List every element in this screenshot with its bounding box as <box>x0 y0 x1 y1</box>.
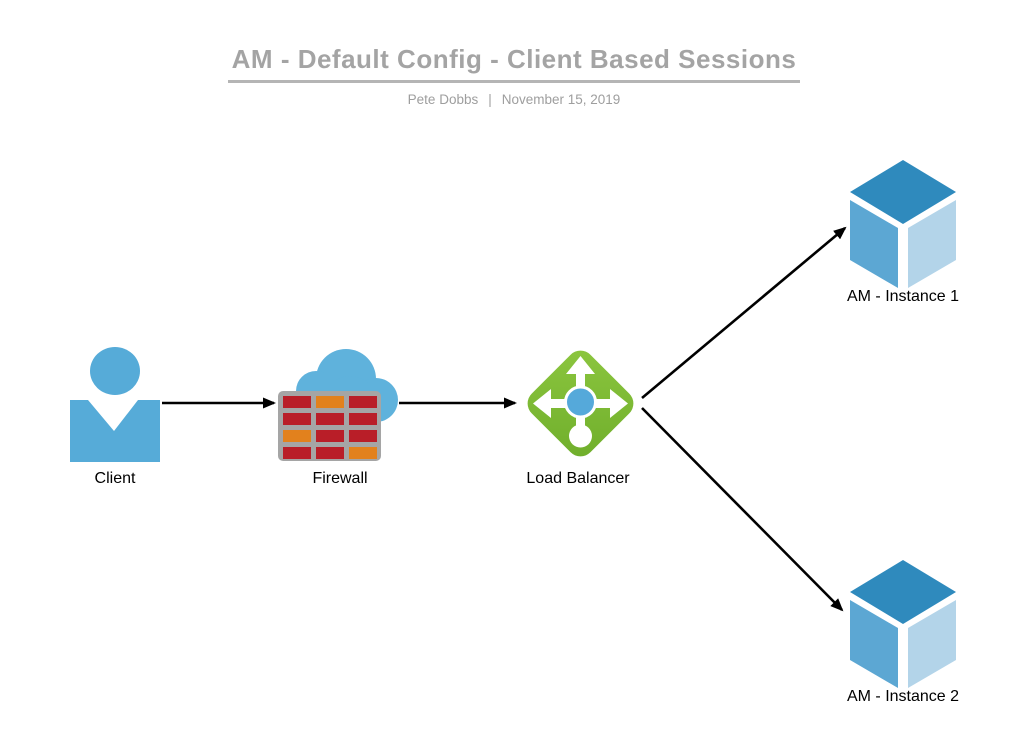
edge-loadbalancer-instance1 <box>641 226 847 399</box>
node-client[interactable] <box>68 345 162 465</box>
byline: Pete Dobbs | November 15, 2019 <box>228 92 800 107</box>
cube-icon <box>850 160 956 288</box>
date: November 15, 2019 <box>501 92 621 107</box>
cube-icon <box>850 560 956 688</box>
node-label-firewall: Firewall <box>312 470 368 487</box>
node-label-load-balancer: Load Balancer <box>526 470 630 487</box>
load-balancer-icon <box>527 350 634 457</box>
node-firewall[interactable] <box>278 343 400 463</box>
firewall-cloud-icon <box>278 349 398 461</box>
node-am-instance-1[interactable] <box>848 158 958 290</box>
title-underline <box>228 80 800 83</box>
node-label-client: Client <box>94 470 136 487</box>
byline-separator: | <box>488 92 492 107</box>
node-label-am-instance-1: AM - Instance 1 <box>846 288 960 305</box>
page-title: AM - Default Config - Client Based Sessi… <box>231 44 797 74</box>
edge-loadbalancer-instance2 <box>641 407 844 612</box>
node-label-am-instance-2: AM - Instance 2 <box>846 688 960 705</box>
author: Pete Dobbs <box>407 92 479 107</box>
header: AM - Default Config - Client Based Sessi… <box>228 44 800 107</box>
node-am-instance-2[interactable] <box>848 558 958 690</box>
person-icon <box>70 347 160 462</box>
node-load-balancer[interactable] <box>520 343 641 464</box>
